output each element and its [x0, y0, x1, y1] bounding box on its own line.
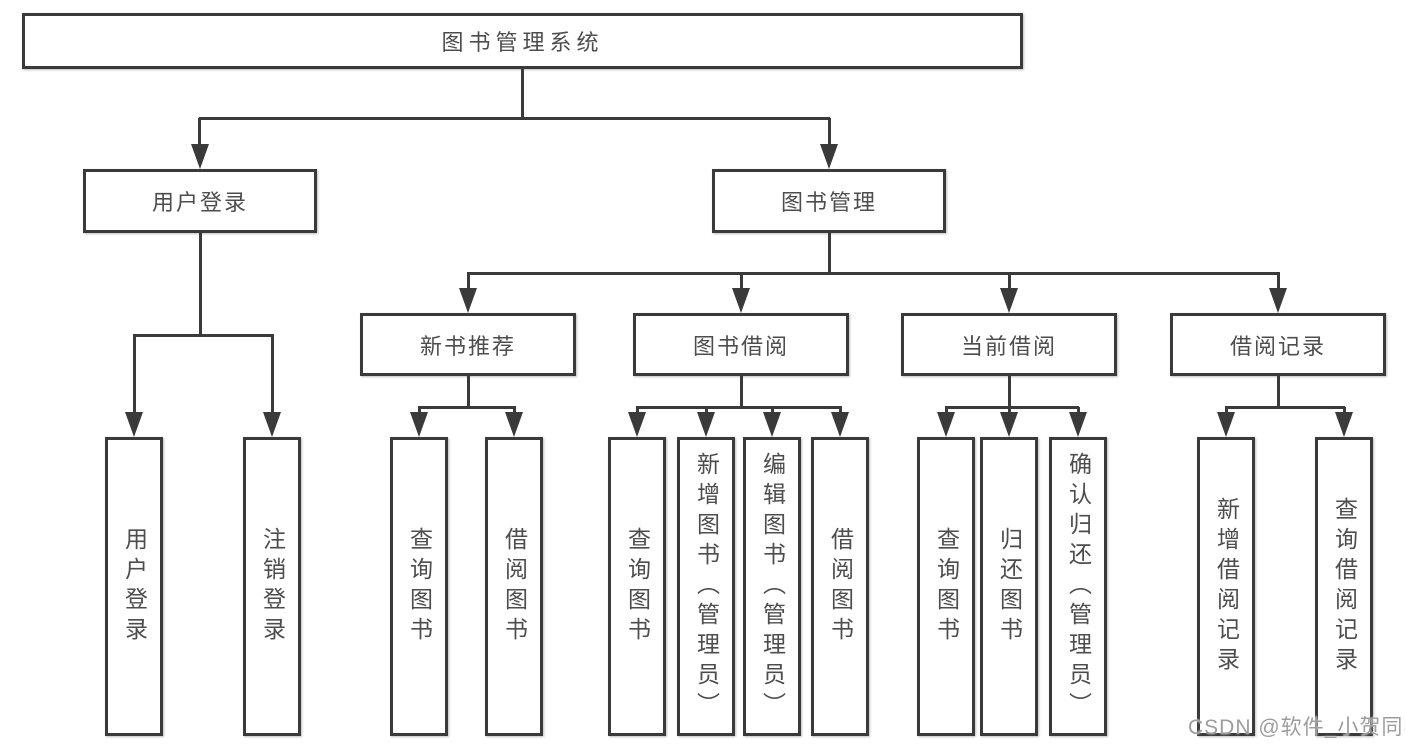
node-book-management: 图书管理 — [712, 169, 946, 233]
arrowhead-leaf-br2 — [1335, 412, 1353, 437]
csdn-watermark: CSDN @软件_小贺同学 — [1188, 716, 1405, 739]
node-book-management-label: 图书管理 — [780, 190, 877, 215]
connector-borrow-record-stem — [1277, 376, 1280, 407]
connector-to-leaf-bb4 — [839, 407, 842, 414]
connector-to-leaf-cb2 — [1008, 407, 1011, 414]
node-leaf-query-book-borrow: 查询图书 — [608, 437, 666, 736]
node-current-borrow-label: 当前借阅 — [960, 333, 1057, 359]
node-leaf-query-book-recommend-label: 查询图书 — [406, 526, 433, 647]
connector-new-book-stem — [467, 376, 470, 407]
arrowhead-borrow-record — [1269, 288, 1287, 313]
node-leaf-return-book: 归还图书 — [980, 437, 1038, 736]
node-leaf-query-book-current-label: 查询图书 — [933, 526, 960, 647]
arrowhead-leaf-nb2 — [505, 412, 523, 437]
connector-to-leaf-cb1 — [945, 407, 948, 414]
connector-book-mgmt-rail — [467, 272, 1280, 275]
connector-book-borrow-rail — [636, 406, 842, 409]
arrowhead-leaf-nb1 — [410, 412, 428, 437]
connector-to-leaf-login — [133, 335, 136, 414]
node-leaf-logout-label: 注销登录 — [259, 526, 286, 647]
node-new-book-recommend: 新书推荐 — [360, 313, 576, 376]
connector-to-leaf-br1 — [1225, 407, 1228, 414]
connector-to-leaf-nb2 — [513, 407, 516, 414]
node-borrow-record-label: 借阅记录 — [1229, 333, 1326, 359]
arrowhead-leaf-login — [125, 412, 143, 437]
connector-to-leaf-bb3 — [771, 407, 774, 414]
node-current-borrow: 当前借阅 — [901, 313, 1117, 376]
arrowhead-leaf-bb4 — [831, 412, 849, 437]
node-book-borrow-label: 图书借阅 — [692, 333, 789, 359]
node-leaf-add-book-admin: 新增图书（管理员） — [677, 437, 735, 736]
connector-to-book-mgmt — [828, 118, 831, 146]
node-leaf-user-login: 用户登录 — [105, 437, 163, 736]
node-leaf-query-book-current: 查询图书 — [917, 437, 975, 736]
node-leaf-borrow-book-label: 借阅图书 — [827, 526, 854, 647]
arrowhead-user-login — [191, 144, 209, 169]
connector-to-leaf-logout — [271, 335, 274, 414]
arrowhead-book-borrow — [732, 288, 750, 313]
connector-user-login-stem — [199, 233, 202, 335]
node-leaf-confirm-return-admin-label: 确认归还（管理员） — [1065, 451, 1092, 722]
node-leaf-borrow-book-recommend: 借阅图书 — [485, 437, 543, 736]
node-root-label: 图书管理系统 — [441, 30, 604, 55]
connector-to-book-borrow — [740, 273, 743, 290]
node-new-book-recommend-label: 新书推荐 — [419, 333, 516, 359]
arrowhead-leaf-cb1 — [937, 412, 955, 437]
arrowhead-book-mgmt — [820, 144, 838, 169]
connector-to-borrow-record — [1277, 273, 1280, 290]
connector-to-leaf-nb1 — [418, 407, 421, 414]
arrowhead-leaf-logout — [263, 412, 281, 437]
node-leaf-add-book-admin-label: 新增图书（管理员） — [693, 451, 720, 722]
connector-to-leaf-cb3 — [1077, 407, 1080, 414]
connector-root-rail — [199, 117, 830, 120]
node-leaf-confirm-return-admin: 确认归还（管理员） — [1049, 437, 1107, 736]
connector-book-mgmt-stem — [828, 233, 831, 273]
connector-user-login-rail — [133, 334, 274, 337]
arrowhead-current-borrow — [1000, 288, 1018, 313]
node-leaf-query-book-borrow-label: 查询图书 — [624, 526, 651, 647]
connector-borrow-record-rail — [1225, 406, 1345, 409]
node-book-borrow: 图书借阅 — [633, 313, 849, 376]
node-leaf-return-book-label: 归还图书 — [996, 526, 1023, 647]
node-borrow-record: 借阅记录 — [1170, 313, 1386, 376]
connector-root-stem — [521, 69, 524, 118]
node-leaf-query-borrow-record-label: 查询借阅记录 — [1331, 496, 1358, 677]
node-leaf-add-borrow-record: 新增借阅记录 — [1197, 437, 1255, 736]
node-leaf-borrow-book-recommend-label: 借阅图书 — [501, 526, 528, 647]
node-leaf-add-borrow-record-label: 新增借阅记录 — [1213, 496, 1240, 677]
node-user-login-label: 用户登录 — [151, 190, 248, 215]
connector-to-leaf-bb1 — [636, 407, 639, 414]
arrowhead-leaf-br1 — [1217, 412, 1235, 437]
connector-new-book-rail — [418, 406, 516, 409]
connector-to-current-borrow — [1008, 273, 1011, 290]
arrowhead-new-book — [459, 288, 477, 313]
connector-to-leaf-bb2 — [705, 407, 708, 414]
arrowhead-leaf-bb3 — [763, 412, 781, 437]
node-user-login: 用户登录 — [83, 169, 317, 233]
node-root: 图书管理系统 — [22, 13, 1023, 69]
node-leaf-query-borrow-record: 查询借阅记录 — [1315, 437, 1373, 736]
connector-to-new-book — [467, 273, 470, 290]
node-leaf-query-book-recommend: 查询图书 — [390, 437, 448, 736]
arrowhead-leaf-cb3 — [1069, 412, 1087, 437]
node-leaf-borrow-book: 借阅图书 — [811, 437, 869, 736]
node-leaf-edit-book-admin-label: 编辑图书（管理员） — [759, 451, 786, 722]
connector-to-leaf-br2 — [1343, 407, 1346, 414]
arrowhead-leaf-bb1 — [628, 412, 646, 437]
connector-current-borrow-stem — [1008, 376, 1011, 407]
arrowhead-leaf-bb2 — [697, 412, 715, 437]
connector-current-borrow-rail — [945, 406, 1079, 409]
node-leaf-logout: 注销登录 — [243, 437, 301, 736]
node-leaf-edit-book-admin: 编辑图书（管理员） — [743, 437, 801, 736]
connector-to-user-login — [198, 118, 201, 146]
arrowhead-leaf-cb2 — [1000, 412, 1018, 437]
connector-book-borrow-stem — [740, 376, 743, 407]
node-leaf-user-login-label: 用户登录 — [121, 526, 148, 647]
